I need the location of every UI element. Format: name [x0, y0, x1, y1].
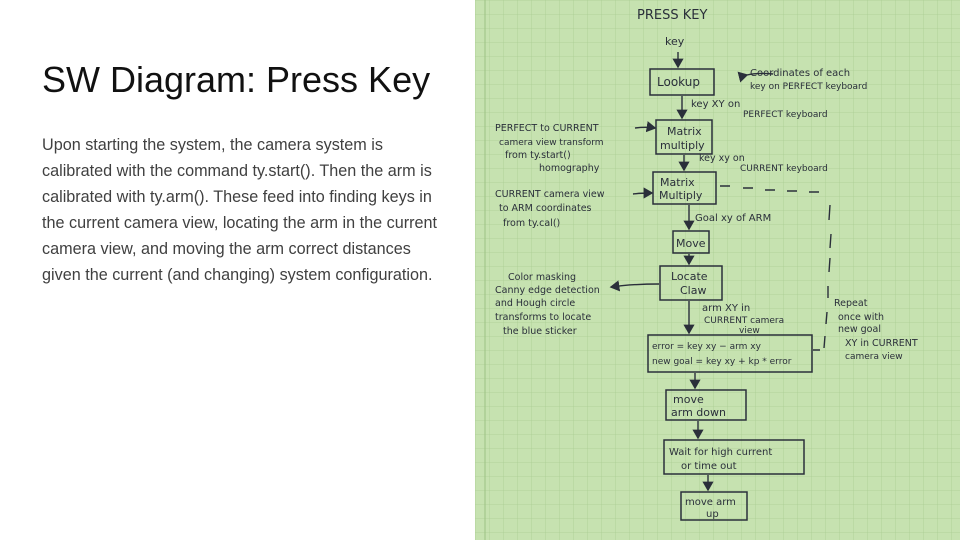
- moveup-line1: move arm: [685, 497, 736, 508]
- flowchart-arrows: [609, 52, 832, 492]
- note-keyxy2-2: CURRENT keyboard: [740, 164, 828, 174]
- slide-body-text: Upon starting the system, the camera sys…: [42, 136, 437, 284]
- box-move-arm-up: [680, 491, 748, 521]
- locate-line2: Claw: [680, 284, 706, 297]
- note-color-5: the blue sticker: [503, 326, 577, 337]
- box-lookup: [649, 68, 715, 96]
- matrix1-line1: Matrix: [667, 125, 702, 138]
- box-matrix-1: [655, 119, 713, 155]
- start-label: key: [665, 35, 685, 48]
- note-perfect-2: camera view transform: [499, 138, 604, 148]
- flowchart-diagram: PRESS KEY key Lookup Matrix multiply Mat…: [475, 0, 960, 540]
- diagram-heading: PRESS KEY: [637, 8, 707, 23]
- matrix2-line2: Multiply: [659, 189, 703, 202]
- move-label: Move: [676, 237, 706, 250]
- note-repeat-1: Repeat: [834, 298, 868, 309]
- note-current-2: to ARM coordinates: [499, 203, 592, 214]
- movearm-line2: arm down: [671, 406, 726, 419]
- error-line1: error = key xy − arm xy: [652, 342, 762, 352]
- diagram-text: PRESS KEY key Lookup Matrix multiply Mat…: [495, 8, 918, 520]
- box-move-arm-down: [665, 389, 747, 421]
- movearm-line1: move: [673, 393, 704, 406]
- paper-grid: [475, 0, 960, 540]
- note-perfect-1: PERFECT to CURRENT: [495, 123, 599, 134]
- wait-line2: or time out: [681, 461, 737, 472]
- moveup-line2: up: [706, 509, 719, 520]
- note-armxy-2: CURRENT camera: [704, 316, 784, 326]
- box-move: [672, 230, 710, 254]
- lookup-label: Lookup: [657, 75, 700, 89]
- wait-line1: Wait for high current: [669, 447, 772, 458]
- note-perfect-3: from ty.start(): [505, 150, 571, 161]
- note-armxy-1: arm XY in: [702, 303, 750, 314]
- matrix1-line2: multiply: [660, 139, 705, 152]
- note-repeat-5: camera view: [845, 352, 903, 362]
- matrix2-line1: Matrix: [660, 176, 695, 189]
- diagram-photo: PRESS KEY key Lookup Matrix multiply Mat…: [475, 0, 960, 540]
- note-color-3: and Hough circle: [495, 298, 575, 309]
- slide-title: SW Diagram: Press Key: [42, 59, 431, 100]
- note-coords-2: key on PERFECT keyboard: [750, 82, 867, 92]
- note-armxy-3: view: [739, 326, 760, 336]
- note-current-1: CURRENT camera view: [495, 189, 605, 200]
- note-color-1: Color masking: [508, 272, 576, 283]
- note-keyxy1-1: key XY on: [691, 99, 740, 110]
- note-keyxy2-1: key xy on: [699, 153, 745, 164]
- box-error: [647, 334, 813, 373]
- flowchart-boxes: [647, 68, 813, 521]
- box-wait: [663, 439, 805, 475]
- error-line2: new goal = key xy + kp * error: [652, 357, 792, 367]
- note-coords-1: Coordinates of each: [750, 68, 850, 79]
- box-locate-claw: [659, 265, 723, 301]
- note-keyxy1-2: PERFECT keyboard: [743, 110, 828, 120]
- note-goal: Goal xy of ARM: [695, 213, 771, 224]
- note-repeat-4: XY in CURRENT: [845, 338, 918, 349]
- note-repeat-3: new goal: [838, 324, 881, 335]
- note-current-3: from ty.cal(): [503, 218, 560, 229]
- note-repeat-2: once with: [838, 312, 884, 323]
- note-perfect-4: homography: [539, 163, 600, 174]
- locate-line1: Locate: [671, 270, 708, 283]
- note-color-4: transforms to locate: [495, 312, 591, 323]
- note-color-2: Canny edge detection: [495, 285, 600, 296]
